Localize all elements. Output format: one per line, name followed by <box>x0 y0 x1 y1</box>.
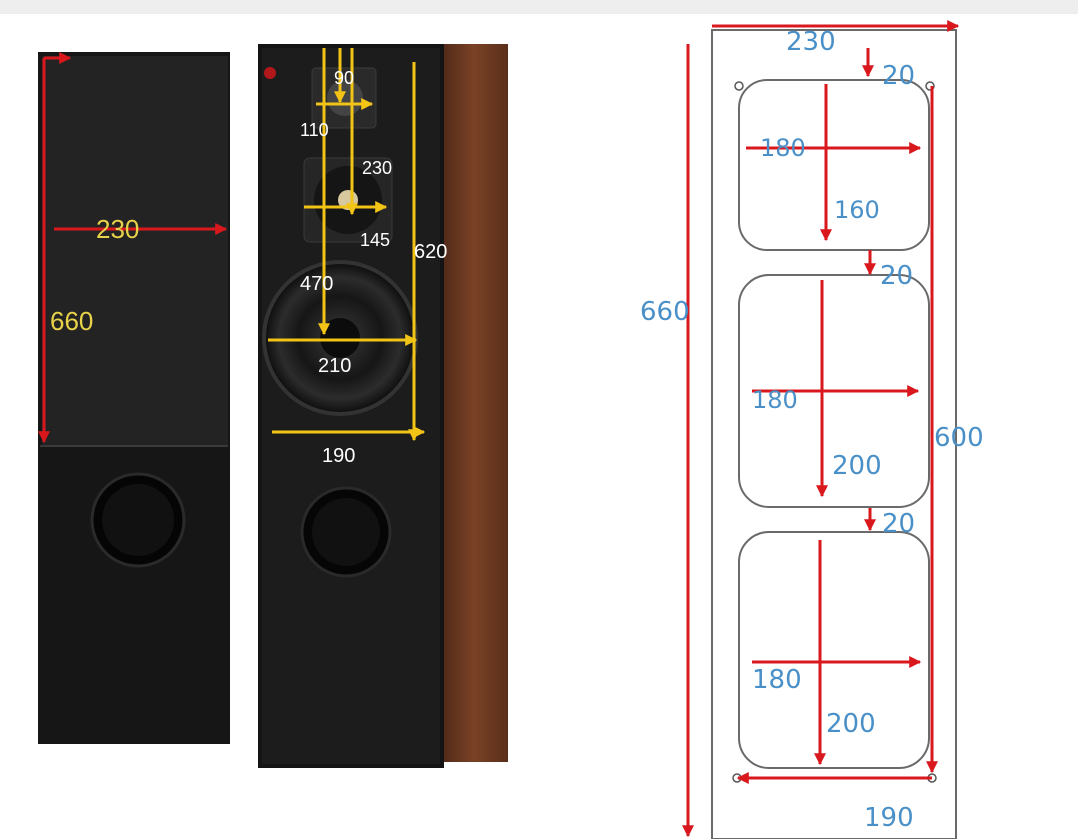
internal-width-label: 190 <box>322 445 355 467</box>
gap-label: 20 <box>880 261 913 291</box>
dimension-arrows <box>682 20 960 838</box>
grille-width-label: 230 <box>96 214 139 244</box>
midrange-label: 230 <box>362 158 392 178</box>
grille-height-label: 660 <box>50 306 93 336</box>
panel-width-label: 180 <box>752 665 802 695</box>
tweeter-height-label: 110 <box>300 120 329 140</box>
outer-height-label: 660 <box>640 297 690 327</box>
top-strip <box>0 0 1078 14</box>
tweeter-width-label: 90 <box>334 68 354 88</box>
speaker-grille <box>42 56 228 446</box>
mount-hole <box>925 81 935 91</box>
open-annotations: 90 110 230 145 470 210 620 190 <box>268 48 447 467</box>
grille-annotations: 230 660 <box>38 52 228 444</box>
internal-height-label: 620 <box>414 241 447 263</box>
midrange-size-label: 145 <box>360 230 390 250</box>
woofer-offset-label: 470 <box>300 273 333 295</box>
gap-label: 20 <box>882 61 915 91</box>
driver-cutout <box>738 531 930 769</box>
inner-height-label: 600 <box>934 423 984 453</box>
driver-cutout <box>738 79 930 251</box>
grille-speaker <box>38 52 230 744</box>
driver-cutout <box>738 274 930 508</box>
panel-width-label: 180 <box>752 386 798 414</box>
panel-height-label: 200 <box>826 709 876 739</box>
wood-side-panel <box>440 44 508 762</box>
panel-height-label: 160 <box>834 196 880 224</box>
power-led <box>264 67 276 79</box>
panel-width-label: 180 <box>760 134 806 162</box>
woofer-size-label: 210 <box>318 355 351 377</box>
outer-width-label: 230 <box>786 27 836 57</box>
inner-width-label: 190 <box>864 803 914 833</box>
panel-height-label: 200 <box>832 451 882 481</box>
gap-label: 20 <box>882 509 915 539</box>
mount-hole <box>734 81 744 91</box>
front-panel-outline <box>711 29 957 839</box>
